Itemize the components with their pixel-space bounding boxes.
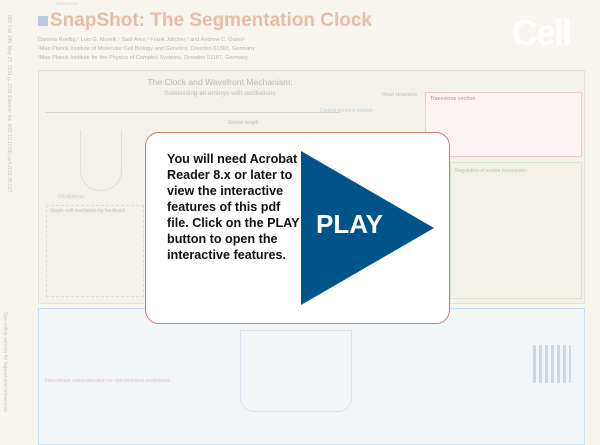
section-subtitle: Subdividing an embryo with oscillations [164,90,276,97]
section-title: The Clock and Wavefront Mechanism: [147,77,293,87]
transverse-panel [425,92,582,157]
somite-length-label: Somite length [228,120,259,126]
divider [45,112,340,113]
play-label[interactable]: PLAY [316,209,383,239]
notice-message: You will need Acrobat Reader 8.x or late… [167,152,300,262]
enhanced-logo-icon [38,16,48,26]
affiliation-1: ¹Max Planck Institute of Molecular Cell … [38,46,256,52]
intercellular-label: Intercellular communication for synchron… [45,378,170,384]
regulation-panel [450,162,582,299]
authors: Daniela Roellig,¹ Luis G. Morelli,¹ Saúl… [38,37,246,43]
cell-logo: Cell [512,12,572,53]
embryo-diagram [80,130,122,191]
oscillations-label: Oscillations [58,194,84,200]
citation-note: See online version for legend and refere… [2,312,8,413]
enhanced-badge: ENHANCED [56,1,79,6]
regulation-label: Regulation of somite boundaries [455,168,527,174]
play-button[interactable] [301,151,434,305]
qr-code[interactable] [533,345,571,383]
single-cell-label: Single-cell oscillators by feedback [50,208,126,214]
affiliation-2: ²Max Planck Institute for the Physics of… [38,55,249,61]
head-label: Head structures [382,92,418,98]
central-label: Central nervous system [320,108,373,114]
acrobat-notice-dialog: You will need Acrobat Reader 8.x or late… [145,132,450,324]
page-title: SnapShot: The Segmentation Clock [50,10,372,31]
tube-diagram [240,330,352,412]
transverse-label: Transverse section [430,96,476,102]
feedback-panel [46,205,144,297]
citation-sidebar: 000 Cell 145, May 27, 2011 ©2011 Elsevie… [6,15,12,193]
